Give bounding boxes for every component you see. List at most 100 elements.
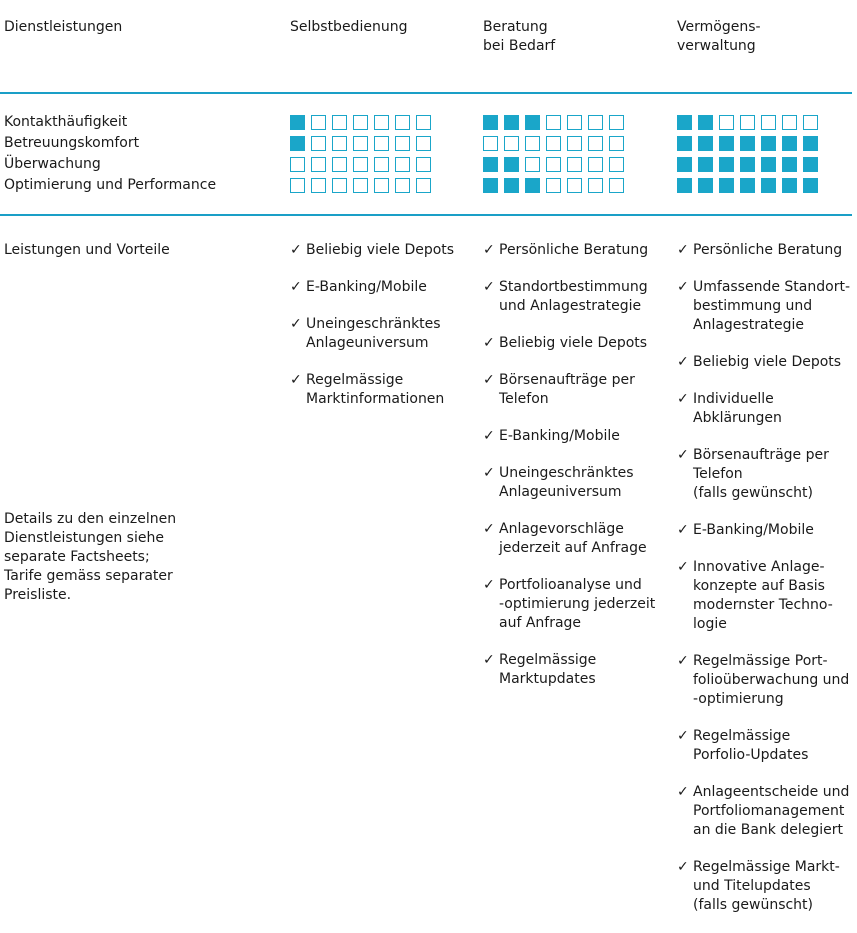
- divider-top: [0, 92, 852, 94]
- rating-scale: [677, 178, 818, 193]
- checkmark-icon: ✓: [290, 242, 302, 258]
- benefit-text: E-Banking/Mobile: [306, 279, 427, 295]
- rating-square-filled: [525, 115, 540, 130]
- checkmark-icon: ✓: [483, 279, 495, 295]
- rating-square-filled: [483, 157, 498, 172]
- benefit-item: ✓Persönliche Beratung: [677, 241, 855, 260]
- checkmark-icon: ✓: [290, 372, 302, 388]
- benefit-item: ✓Börsenaufträge per Telefon: [483, 371, 663, 409]
- rating-square-empty: [332, 178, 347, 193]
- header-dienstleistungen: Dienstleistungen: [4, 19, 123, 35]
- benefit-text: Anlagevorschläge jederzeit auf Anfrage: [499, 521, 647, 556]
- rating-square-filled: [483, 178, 498, 193]
- rating-square-empty: [374, 178, 389, 193]
- rating-square-empty: [311, 157, 326, 172]
- rating-square-empty: [483, 136, 498, 151]
- rating-square-empty: [803, 115, 818, 130]
- rating-scale: [677, 157, 818, 172]
- benefit-item: ✓Uneingeschränktes Anlageuniversum: [483, 464, 663, 502]
- rating-square-empty: [374, 136, 389, 151]
- rating-square-empty: [761, 115, 776, 130]
- rating-square-empty: [332, 136, 347, 151]
- rating-square-filled: [504, 115, 519, 130]
- rating-square-empty: [395, 157, 410, 172]
- rating-square-filled: [483, 115, 498, 130]
- benefit-text: Persönliche Beratung: [693, 242, 843, 258]
- benefit-item: ✓Umfassende Standort- bestimmung und Anl…: [677, 278, 855, 335]
- checkmark-icon: ✓: [483, 242, 495, 258]
- rating-square-filled: [677, 136, 692, 151]
- rating-square-filled: [719, 157, 734, 172]
- benefit-text: Uneingeschränktes Anlageuniversum: [499, 465, 634, 500]
- benefits-list-beratung: ✓Persönliche Beratung✓Standortbestimmung…: [483, 241, 663, 707]
- benefit-item: ✓Beliebig viele Depots: [483, 334, 663, 353]
- benefit-item: ✓E-Banking/Mobile: [483, 427, 663, 446]
- rating-square-filled: [290, 136, 305, 151]
- rating-scale: [290, 136, 431, 151]
- rating-square-empty: [353, 157, 368, 172]
- benefit-text: Uneingeschränktes Anlageuniversum: [306, 316, 441, 351]
- rating-square-filled: [740, 157, 755, 172]
- rating-square-filled: [525, 178, 540, 193]
- rating-square-empty: [588, 136, 603, 151]
- benefit-text: Standortbestimmung und Anlagestrategie: [499, 279, 648, 314]
- rating-square-empty: [395, 136, 410, 151]
- benefit-item: ✓Anlagevorschläge jederzeit auf Anfrage: [483, 520, 663, 558]
- benefit-item: ✓Innovative Anlage- konzepte auf Basis m…: [677, 558, 855, 634]
- rating-square-filled: [761, 157, 776, 172]
- rating-square-empty: [416, 157, 431, 172]
- checkmark-icon: ✓: [677, 728, 689, 744]
- checkmark-icon: ✓: [677, 653, 689, 669]
- benefits-label: Leistungen und Vorteile: [4, 242, 170, 258]
- rating-square-empty: [525, 157, 540, 172]
- rating-square-filled: [803, 136, 818, 151]
- checkmark-icon: ✓: [677, 784, 689, 800]
- benefit-item: ✓Regelmässige Porfolio-Updates: [677, 727, 855, 765]
- rating-square-empty: [525, 136, 540, 151]
- checkmark-icon: ✓: [677, 391, 689, 407]
- checkmark-icon: ✓: [677, 354, 689, 370]
- rating-square-filled: [504, 157, 519, 172]
- benefit-text: Regelmässige Marktupdates: [499, 652, 597, 687]
- checkmark-icon: ✓: [677, 279, 689, 295]
- rating-square-filled: [803, 157, 818, 172]
- benefit-item: ✓Regelmässige Marktinformationen: [290, 371, 470, 409]
- rating-square-empty: [609, 115, 624, 130]
- rating-square-empty: [353, 115, 368, 130]
- checkmark-icon: ✓: [290, 316, 302, 332]
- rating-square-empty: [416, 178, 431, 193]
- rating-scale: [483, 157, 624, 172]
- benefit-item: ✓Regelmässige Port- folioüberwachung und…: [677, 652, 855, 709]
- rating-scale: [677, 136, 818, 151]
- rating-square-empty: [416, 115, 431, 130]
- rating-square-empty: [290, 178, 305, 193]
- header-selbstbedienung: Selbstbedienung: [290, 19, 408, 35]
- rating-square-empty: [567, 178, 582, 193]
- rating-row-label: Betreuungskomfort: [4, 135, 140, 151]
- rating-square-filled: [719, 136, 734, 151]
- rating-row-label: Optimierung und Performance: [4, 177, 217, 193]
- benefit-text: Regelmässige Markt- und Titelupdates (fa…: [693, 859, 840, 913]
- checkmark-icon: ✓: [483, 372, 495, 388]
- checkmark-icon: ✓: [677, 559, 689, 575]
- rating-square-filled: [761, 178, 776, 193]
- rating-square-empty: [332, 157, 347, 172]
- benefit-item: ✓Beliebig viele Depots: [677, 353, 855, 372]
- rating-square-empty: [395, 178, 410, 193]
- rating-square-empty: [332, 115, 347, 130]
- header-beratung: Beratung bei Bedarf: [483, 19, 556, 54]
- checkmark-icon: ✓: [677, 242, 689, 258]
- rating-square-empty: [588, 157, 603, 172]
- rating-square-empty: [609, 157, 624, 172]
- benefit-text: Anlageentscheide und Portfoliomanagement…: [693, 784, 850, 838]
- checkmark-icon: ✓: [677, 859, 689, 875]
- rating-square-filled: [803, 178, 818, 193]
- benefit-text: Beliebig viele Depots: [499, 335, 648, 351]
- rating-square-empty: [546, 115, 561, 130]
- benefit-item: ✓Portfolioanalyse und -optimierung jeder…: [483, 576, 663, 633]
- benefit-text: Individuelle Abklärungen: [693, 391, 782, 426]
- rating-square-empty: [546, 178, 561, 193]
- benefit-item: ✓Persönliche Beratung: [483, 241, 663, 260]
- rating-square-filled: [782, 157, 797, 172]
- benefit-text: Regelmässige Marktinformationen: [306, 372, 445, 407]
